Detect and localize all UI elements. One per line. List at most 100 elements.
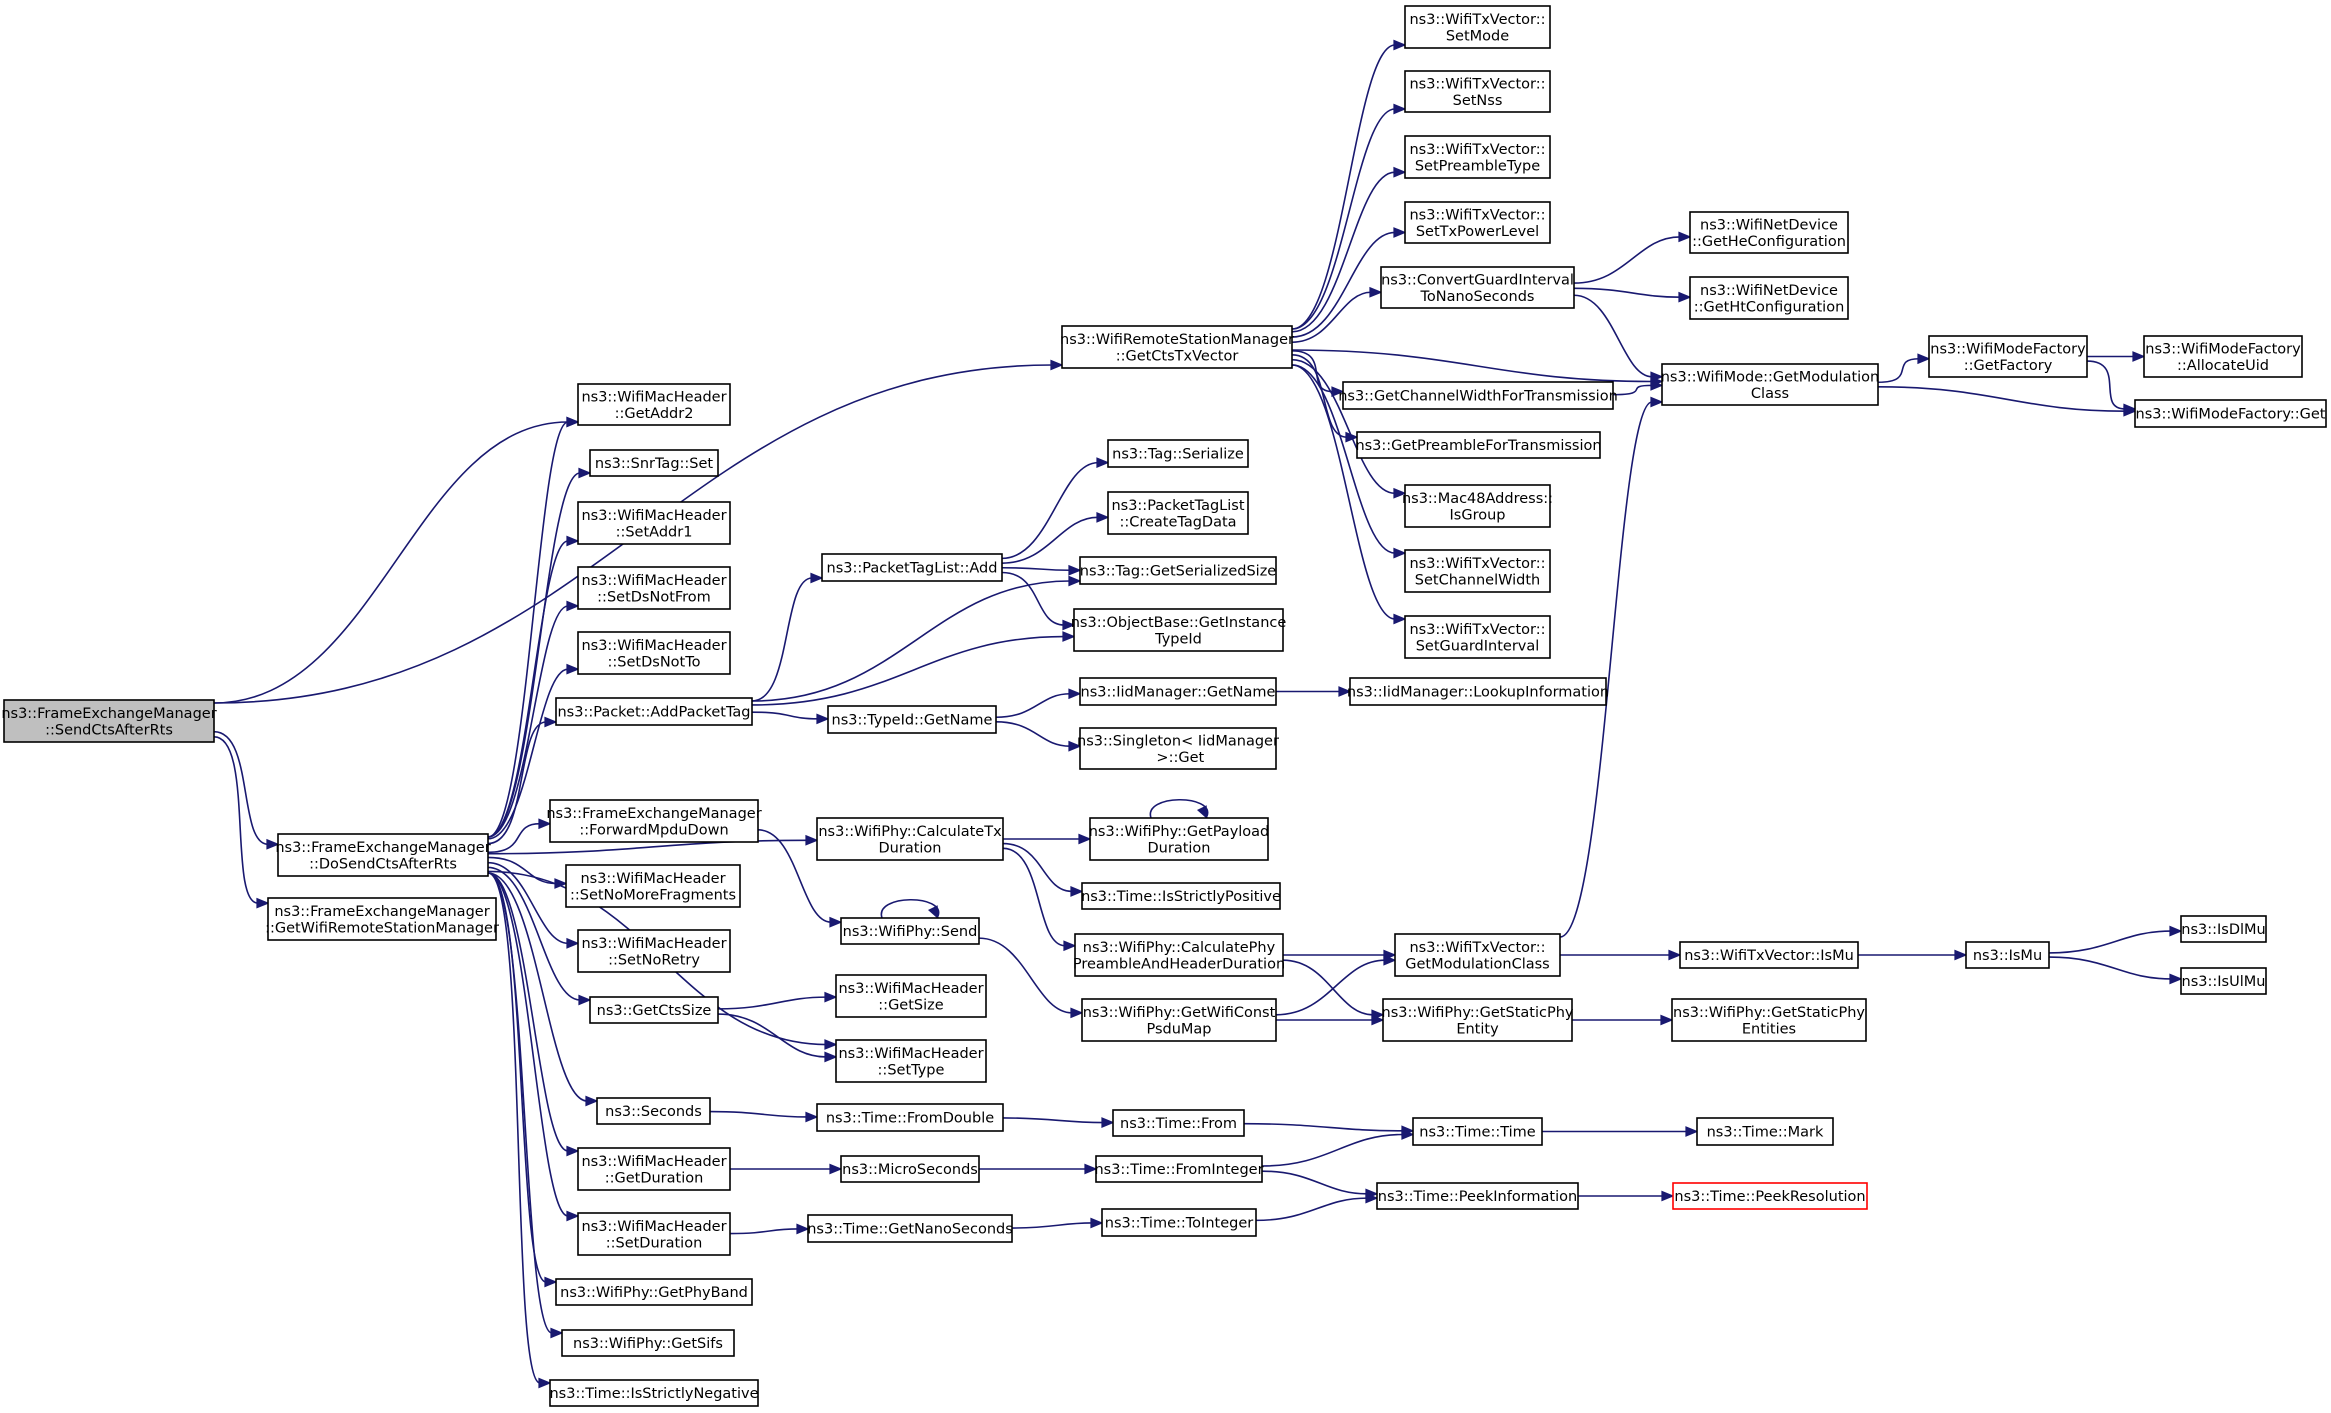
node-getmodclass[interactable]: ns3::WifiTxVector::GetModulationClass — [1394, 933, 1561, 977]
node-label: ns3::WifiMacHeader — [581, 638, 726, 654]
node-typeidname[interactable]: ns3::TypeId::GetName — [827, 705, 997, 734]
node-nomorefrag[interactable]: ns3::WifiMacHeader::SetNoMoreFragments — [565, 864, 741, 908]
node-allocuid[interactable]: ns3::WifiModeFactory::AllocateUid — [2143, 335, 2303, 378]
node-getsifs[interactable]: ns3::WifiPhy::GetSifs — [561, 1329, 735, 1357]
edge-line — [487, 856, 557, 885]
edge-line — [213, 730, 269, 846]
node-ispos[interactable]: ns3::Time::IsStrictlyPositive — [1081, 882, 1281, 910]
node-wmfget[interactable]: ns3::WifiModeFactory::Get — [2134, 399, 2327, 428]
node-prefortx[interactable]: ns3::GetPreambleForTransmission — [1355, 431, 1602, 459]
node-setmode[interactable]: ns3::WifiTxVector::SetMode — [1404, 5, 1551, 49]
node-setaddr1[interactable]: ns3::WifiMacHeader::SetAddr1 — [577, 501, 731, 545]
node-label: ns3::WifiPhy::GetSifs — [573, 1336, 723, 1352]
edge-frominteger-to-peekinfo — [1261, 1170, 1379, 1200]
node-createtag[interactable]: ns3::PacketTagList::CreateTagData — [1107, 491, 1249, 535]
node-fromdouble[interactable]: ns3::Time::FromDouble — [816, 1103, 1004, 1132]
edge-arrowhead — [1084, 1163, 1098, 1175]
node-getwrsm[interactable]: ns3::FrameExchangeManager::GetWifiRemote… — [265, 897, 499, 941]
node-getfactory[interactable]: ns3::WifiModeFactory::GetFactory — [1928, 335, 2088, 378]
node-setgi[interactable]: ns3::WifiTxVector::SetGuardInterval — [1404, 615, 1551, 659]
node-peekres[interactable]: ns3::Time::PeekResolution — [1672, 1182, 1868, 1210]
node-chwidth[interactable]: ns3::GetChannelWidthForTransmission — [1338, 381, 1618, 410]
node-addpkttag[interactable]: ns3::Packet::AddPacketTag — [555, 697, 753, 726]
node-isdlmu[interactable]: ns3::IsDlMu — [2180, 915, 2267, 943]
node-label: SetMode — [1446, 28, 1509, 44]
node-tagsersize[interactable]: ns3::Tag::GetSerializedSize — [1079, 556, 1277, 585]
node-getnano[interactable]: ns3::Time::GetNanoSeconds — [807, 1214, 1013, 1243]
node-ptladd[interactable]: ns3::PacketTagList::Add — [821, 553, 1003, 582]
node-frominteger[interactable]: ns3::Time::FromInteger — [1094, 1155, 1264, 1183]
node-timetime[interactable]: ns3::Time::Time — [1412, 1117, 1543, 1146]
node-settype[interactable]: ns3::WifiMacHeader::SetType — [835, 1039, 987, 1083]
node-box — [1089, 817, 1269, 861]
node-getcts[interactable]: ns3::WifiRemoteStationManager::GetCtsTxV… — [1060, 325, 1294, 369]
node-tointeger[interactable]: ns3::Time::ToInteger — [1101, 1208, 1257, 1237]
node-isgroup[interactable]: ns3::Mac48Address::IsGroup — [1402, 484, 1553, 528]
node-txismu[interactable]: ns3::WifiTxVector::IsMu — [1679, 941, 1859, 969]
node-htcfg[interactable]: ns3::WifiNetDevice::GetHtConfiguration — [1689, 276, 1849, 320]
node-getsize[interactable]: ns3::WifiMacHeader::GetSize — [835, 974, 987, 1018]
node-label: ns3::WifiTxVector:: — [1409, 207, 1545, 223]
node-tagser[interactable]: ns3::Tag::Serialize — [1107, 439, 1249, 468]
node-timemark[interactable]: ns3::Time::Mark — [1696, 1117, 1834, 1146]
node-getctssize[interactable]: ns3::GetCtsSize — [589, 996, 719, 1024]
edge-dosend-to-fwdmpdu — [487, 818, 552, 854]
node-dsnotfrom[interactable]: ns3::WifiMacHeader::SetDsNotFrom — [577, 566, 731, 610]
node-setchw[interactable]: ns3::WifiTxVector::SetChannelWidth — [1404, 549, 1551, 593]
node-setpre[interactable]: ns3::WifiTxVector::SetPreambleType — [1404, 135, 1551, 179]
node-singleton[interactable]: ns3::Singleton< IidManager >::Get — [1077, 727, 1279, 770]
edge-line — [487, 866, 581, 1001]
edge-arrowhead — [796, 1223, 810, 1235]
edge-arrowhead — [1393, 227, 1407, 238]
node-seconds[interactable]: ns3::Seconds — [596, 1097, 711, 1125]
node-dsnotto[interactable]: ns3::WifiMacHeader::SetDsNotTo — [577, 631, 731, 675]
edge-arrowhead — [805, 834, 819, 846]
edge-arrowhead — [550, 1327, 564, 1339]
node-isneg[interactable]: ns3::Time::IsStrictlyNegative — [549, 1379, 759, 1407]
node-setdur[interactable]: ns3::WifiMacHeader::SetDuration — [577, 1212, 731, 1256]
node-hecfg[interactable]: ns3::WifiNetDevice::GetHeConfiguration — [1689, 211, 1849, 254]
node-timefrom[interactable]: ns3::Time::From — [1112, 1109, 1245, 1137]
node-calcpre[interactable]: ns3::WifiPhy::CalculatePhyPreambleAndHea… — [1073, 933, 1285, 977]
node-dosend[interactable]: ns3::FrameExchangeManager::DoSendCtsAfte… — [275, 833, 491, 877]
node-isulmu[interactable]: ns3::IsUlMu — [2180, 967, 2267, 995]
edge-typeidname-to-singleton — [995, 721, 1082, 752]
edge-line — [1573, 294, 1653, 378]
node-settxp[interactable]: ns3::WifiTxVector::SetTxPowerLevel — [1404, 201, 1551, 244]
node-modegetmod[interactable]: ns3::WifiMode::GetModulationClass — [1661, 363, 1880, 406]
node-label: ns3::WifiMacHeader — [581, 508, 726, 524]
edge-dosend-to-addpkttag — [487, 716, 558, 845]
node-box — [1696, 1117, 1834, 1146]
edge-arrowhead — [1050, 359, 1064, 371]
node-fwdmpdu[interactable]: ns3::FrameExchangeManager::ForwardMpduDo… — [546, 799, 762, 843]
node-setnss[interactable]: ns3::WifiTxVector::SetNss — [1404, 70, 1551, 113]
edge-line — [1291, 364, 1396, 554]
node-micro[interactable]: ns3::MicroSeconds — [840, 1155, 980, 1183]
node-addr2[interactable]: ns3::WifiMacHeader::GetAddr2 — [577, 383, 731, 426]
node-getphyband[interactable]: ns3::WifiPhy::GetPhyBand — [555, 1278, 753, 1306]
edge-constpsdu-to-getmodclass — [1275, 954, 1397, 1016]
edge-ismu-to-isdlmu — [2048, 925, 2183, 954]
edge-dosend-to-isneg — [487, 872, 552, 1389]
node-physend[interactable]: ns3::WifiPhy::Send — [840, 917, 980, 945]
node-box — [807, 1214, 1013, 1243]
edge-line — [1559, 401, 1653, 938]
node-ismu[interactable]: ns3::IsMu — [1965, 941, 2050, 969]
node-root[interactable]: ns3::FrameExchangeManager::SendCtsAfterR… — [1, 699, 217, 743]
node-label: ::GetHeConfiguration — [1692, 234, 1846, 250]
edge-getcts-to-setchw — [1291, 364, 1407, 559]
node-lookupinfo[interactable]: ns3::IidManager::LookupInformation — [1347, 677, 1609, 706]
node-getdur[interactable]: ns3::WifiMacHeader::GetDuration — [577, 1147, 731, 1191]
node-noretry[interactable]: ns3::WifiMacHeader::SetNoRetry — [577, 929, 731, 973]
node-iidgetname[interactable]: ns3::IidManager::GetName — [1079, 677, 1277, 706]
node-peekinfo[interactable]: ns3::Time::PeekInformation — [1376, 1182, 1579, 1210]
node-snrset[interactable]: ns3::SnrTag::Set — [589, 449, 719, 477]
